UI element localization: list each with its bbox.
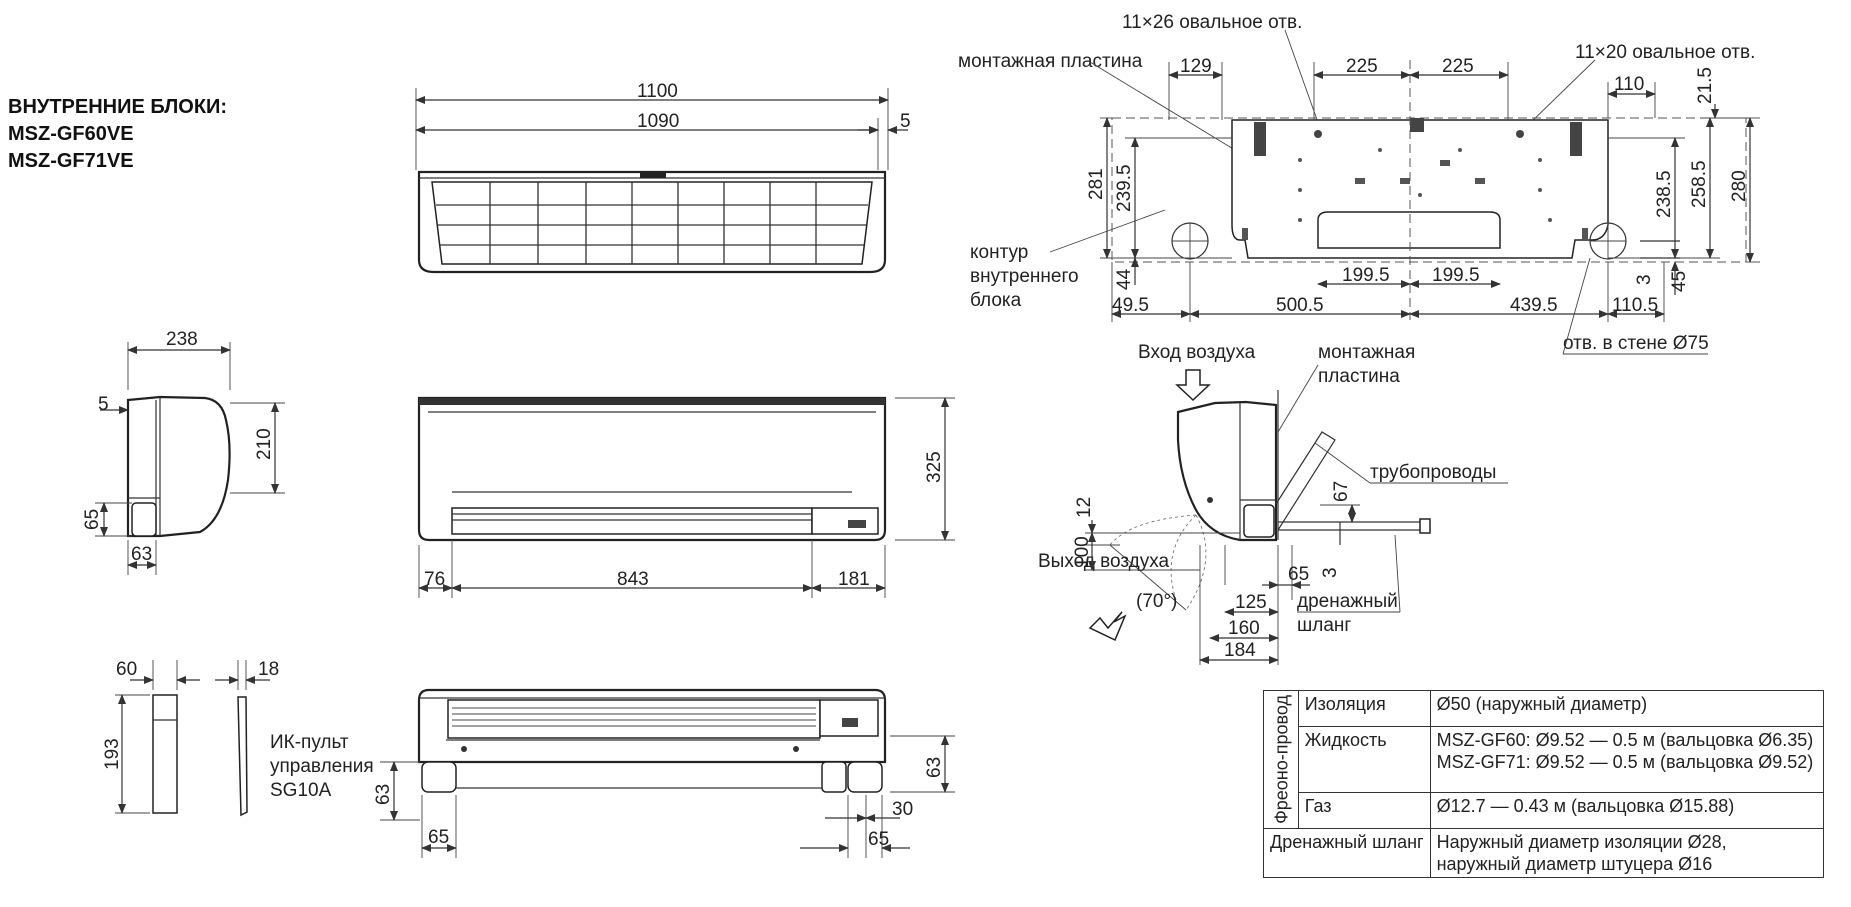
remote-label-3: SG10A <box>270 780 332 801</box>
dim-45: 45 <box>1669 271 1690 292</box>
drain-label-2: шланг <box>1297 615 1351 636</box>
remote-label-2: управления <box>270 756 374 777</box>
dim-44: 44 <box>1114 268 1135 290</box>
contour-label-2: внутреннего <box>970 266 1079 287</box>
title-line-2: MSZ-GF60VE <box>8 123 134 145</box>
dim-1090: 1090 <box>637 111 679 132</box>
dim-238-5: 238.5 <box>1654 170 1675 218</box>
air-in-label: Вход воздуха <box>1138 342 1256 363</box>
spec-row-value-line: MSZ-GF60: Ø9.52 — 0.5 м (вальцовка Ø6.35… <box>1436 730 1814 751</box>
dim-184: 184 <box>1224 640 1256 661</box>
remote-control: 60 18 193 ИК-пульт управления SG10A <box>102 659 374 817</box>
spec-drain-value: Наружный диаметр изоляции Ø28, наружный … <box>1429 827 1824 878</box>
mount-plate-label-2: пластина <box>1318 366 1400 387</box>
dim-76: 76 <box>424 569 445 590</box>
dim-210: 210 <box>254 428 275 460</box>
dim-3-plate: 3 <box>1634 274 1655 285</box>
dim-12: 12 <box>1074 497 1095 518</box>
contour-label-3: блока <box>970 290 1022 311</box>
drain-label-1: дренажный <box>1297 591 1398 612</box>
spec-table: Фреоно-провод Изоляция Ø50 (наружный диа… <box>1263 689 1824 878</box>
dim-67: 67 <box>1331 481 1352 502</box>
dim-181: 181 <box>838 569 870 590</box>
front-view-bottom: 63 63 65 30 65 <box>373 688 955 858</box>
mount-plate-label-1: монтажная <box>1318 342 1415 363</box>
spec-row-name: Газ <box>1297 791 1431 829</box>
dim-843: 843 <box>617 569 649 590</box>
dim-110-5: 110.5 <box>1612 295 1658 316</box>
dim-125: 125 <box>1235 592 1267 613</box>
dim-65-left: 65 <box>428 827 449 848</box>
dim-199-5-right: 199.5 <box>1432 265 1480 286</box>
dim-49-5: 49.5 <box>1112 295 1149 316</box>
wall-hole-label: отв. в стене Ø75 <box>1563 333 1709 354</box>
dim-238: 238 <box>166 329 198 350</box>
dim-199-5-left: 199.5 <box>1342 265 1390 286</box>
angle-label: (70°) <box>1136 591 1177 612</box>
dim-325: 325 <box>924 451 945 483</box>
dim-280: 280 <box>1729 170 1750 202</box>
hole-label-1: 11×26 овальное отв. <box>1122 12 1302 33</box>
dim-5-side: 5 <box>98 394 109 415</box>
plate-label: монтажная пластина <box>958 51 1143 72</box>
spec-group-label: Фреоно-провод <box>1263 690 1299 829</box>
dim-65-side: 65 <box>82 509 103 530</box>
front-view-middle: 325 76 843 181 <box>417 396 955 598</box>
spec-row-value: Ø12.7 — 0.43 м (вальцовка Ø15.88) <box>1429 791 1824 829</box>
installation-view: Вход воздуха монтажная пластина трубопро… <box>1038 342 1508 665</box>
dim-225-left: 225 <box>1346 56 1378 77</box>
spec-row-value-line: MSZ-GF71: Ø9.52 — 0.5 м (вальцовка Ø9.52… <box>1436 752 1814 773</box>
dim-63-side: 63 <box>131 544 152 565</box>
dim-65-install: 65 <box>1288 564 1309 585</box>
air-out-label: Выход воздуха <box>1038 551 1170 572</box>
front-view-top: 1100 1090 5 <box>415 81 911 274</box>
dim-30: 30 <box>892 799 913 820</box>
spec-row-name: Жидкость <box>1297 726 1431 793</box>
dim-1100: 1100 <box>637 81 678 102</box>
dim-160: 160 <box>1228 618 1260 639</box>
contour-label-1: контур <box>970 242 1028 263</box>
dim-129: 129 <box>1180 56 1212 77</box>
spec-row-name: Изоляция <box>1297 689 1431 728</box>
hole-label-2: 11×20 овальное отв. <box>1575 42 1755 63</box>
spec-drain-name: Дренажный шланг <box>1263 827 1431 878</box>
dim-281: 281 <box>1086 168 1107 200</box>
dim-63-right: 63 <box>924 757 945 778</box>
dim-65-right: 65 <box>868 829 889 850</box>
dim-500-5: 500.5 <box>1276 295 1324 316</box>
dim-225-right: 225 <box>1442 56 1474 77</box>
spec-row-value: Ø50 (наружный диаметр) <box>1429 689 1824 728</box>
dim-60: 60 <box>116 659 137 680</box>
dim-21-5: 21.5 <box>1695 67 1716 104</box>
dim-63-left: 63 <box>373 784 394 805</box>
dim-110: 110 <box>1614 74 1644 95</box>
dim-239-5: 239.5 <box>1114 164 1135 212</box>
dim-439-5: 439.5 <box>1510 295 1558 316</box>
dim-5-top: 5 <box>900 111 911 132</box>
dim-100: 100 <box>1072 536 1093 568</box>
side-view: 238 5 210 65 63 <box>82 329 285 575</box>
dim-18: 18 <box>258 659 279 680</box>
dim-3-install: 3 <box>1320 567 1341 578</box>
spec-drain-value-line: Наружный диаметр изоляции Ø28, <box>1436 831 1727 852</box>
dim-193: 193 <box>102 738 123 770</box>
title-line-1: ВНУТРЕННИЕ БЛОКИ: <box>8 96 227 118</box>
remote-label-1: ИК-пульт <box>270 732 349 753</box>
title-line-3: MSZ-GF71VE <box>8 150 134 172</box>
spec-row-value: MSZ-GF60: Ø9.52 — 0.5 м (вальцовка Ø6.35… <box>1429 726 1824 793</box>
pipes-label: трубопроводы <box>1370 462 1496 483</box>
dim-258-5: 258.5 <box>1689 160 1710 208</box>
mounting-plate-view: 11×26 овальное отв. 11×20 овальное отв. … <box>958 12 1760 355</box>
spec-drain-value-line: наружный диаметр штуцера Ø16 <box>1436 853 1713 874</box>
